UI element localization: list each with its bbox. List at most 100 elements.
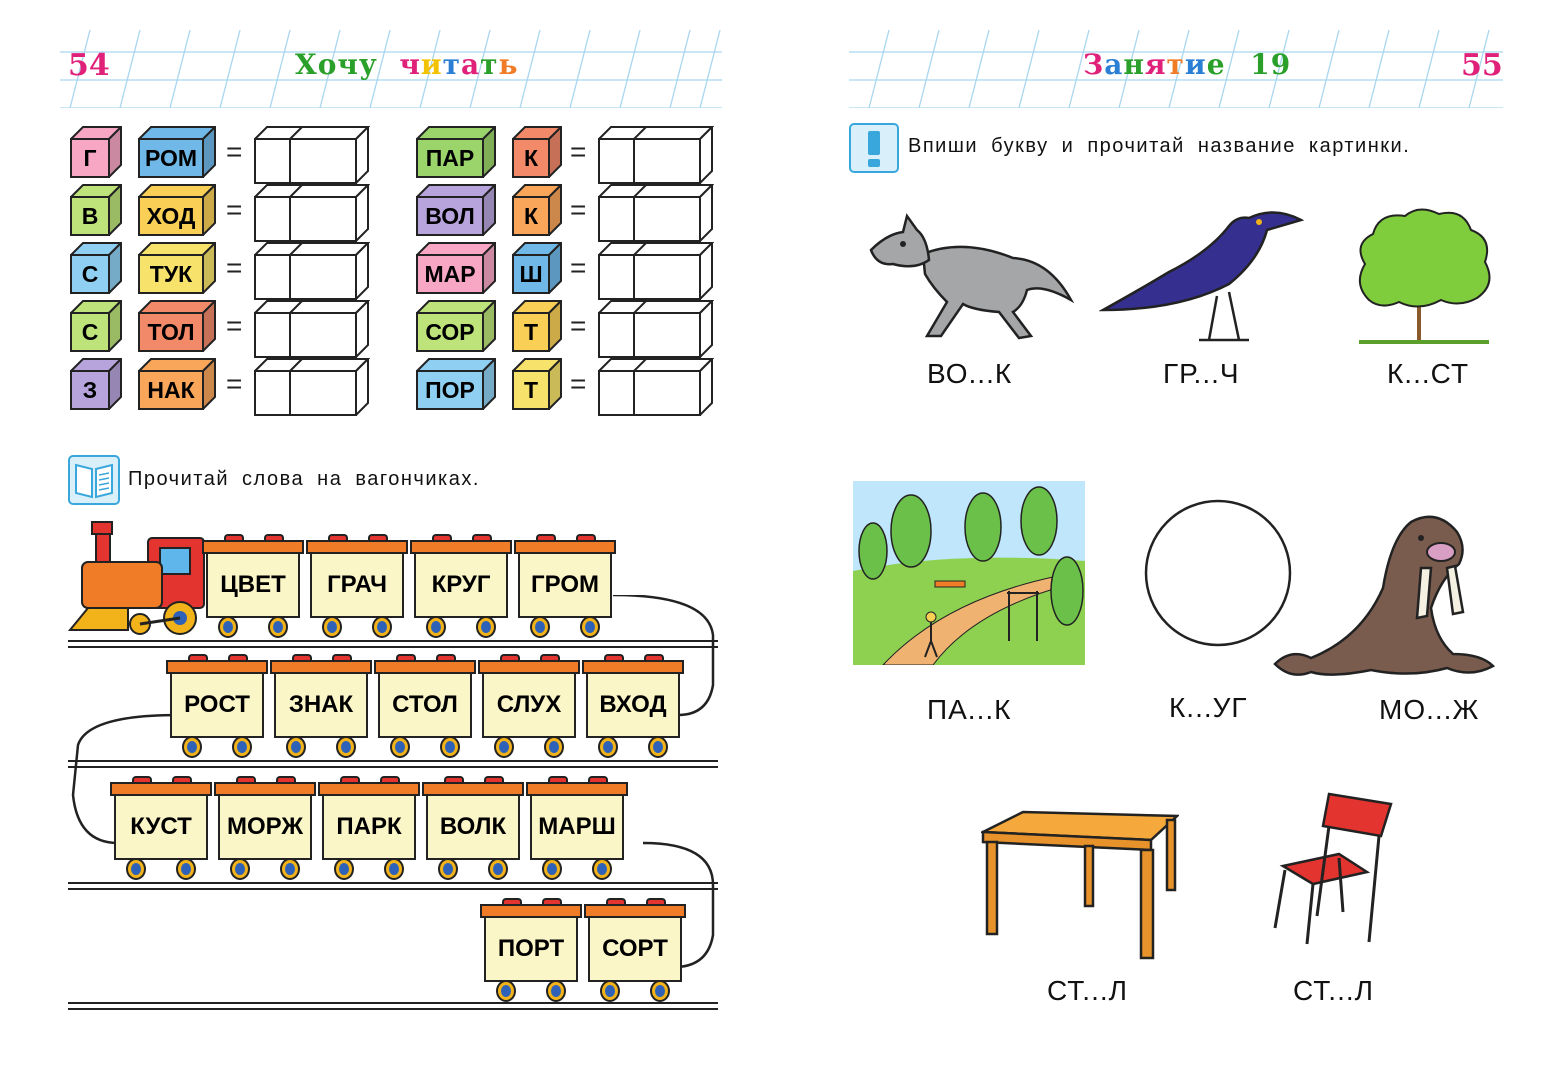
wheel-icon <box>280 858 300 880</box>
wheel-icon <box>426 616 446 638</box>
equals-sign: = <box>226 368 243 399</box>
cube-text: ТОЛ <box>138 312 204 352</box>
wagon-lamp <box>576 534 596 542</box>
title-letter: т <box>442 48 461 81</box>
title-letter: ч <box>399 48 421 81</box>
title-letter: е <box>1206 48 1226 81</box>
letter-cube: С <box>70 300 122 352</box>
wheel-icon <box>322 616 342 638</box>
cube-text: К <box>512 196 550 236</box>
equals-sign: = <box>570 194 587 225</box>
answer-box[interactable] <box>598 126 714 184</box>
cube-text: ХОД <box>138 196 204 236</box>
picture-word-label: К...СТ <box>1387 358 1470 389</box>
wagon-word: КРУГ <box>414 552 508 618</box>
wheel-icon <box>600 980 620 1002</box>
equals-sign: = <box>570 368 587 399</box>
title-letter: о <box>317 48 338 81</box>
wagon-word: РОСТ <box>170 672 264 738</box>
wheel-icon <box>580 616 600 638</box>
wolf-picture <box>869 213 1075 340</box>
answer-box[interactable] <box>254 242 370 300</box>
train-wagon: СТОЛ <box>374 654 476 758</box>
cube-text: ПАР <box>416 138 484 178</box>
letter-cube: С <box>70 242 122 294</box>
answer-box[interactable] <box>254 184 370 242</box>
wagon-word: МОРЖ <box>218 794 312 860</box>
letter-cube: В <box>70 184 122 236</box>
picture-word-label: СТ...Л <box>1293 975 1375 1006</box>
wheel-icon <box>336 736 356 758</box>
letter-cube: ХОД <box>138 184 216 236</box>
wagon-lamp <box>292 654 312 662</box>
picture-word-label: ГР...Ч <box>1163 358 1240 389</box>
wheel-icon <box>598 736 618 758</box>
rail-track <box>68 760 718 768</box>
header-ruling <box>849 30 1503 108</box>
letter-cube: Т <box>512 300 562 352</box>
letter-cube: МАР <box>416 242 496 294</box>
cube-text: НАК <box>138 370 204 410</box>
answer-box[interactable] <box>598 184 714 242</box>
page-number-right: 55 <box>1461 48 1503 83</box>
train-wagon: ПАРК <box>318 776 420 880</box>
answer-box[interactable] <box>598 242 714 300</box>
train-wagon: ГРОМ <box>514 534 616 638</box>
train-wagon: КУСТ <box>110 776 212 880</box>
wagon-lamp <box>224 534 244 542</box>
lesson-number: 19 <box>1250 48 1292 81</box>
wagon-word: ГРАЧ <box>310 552 404 618</box>
wheel-icon <box>440 736 460 758</box>
equals-sign: = <box>226 194 243 225</box>
letter-cube: К <box>512 126 562 178</box>
wagon-lamp <box>436 654 456 662</box>
cube-text: РОМ <box>138 138 204 178</box>
wheel-icon <box>218 616 238 638</box>
wheel-icon <box>488 858 508 880</box>
title-letter: а <box>1104 48 1124 81</box>
title-letter: н <box>1123 48 1145 81</box>
answer-box[interactable] <box>254 300 370 358</box>
wagon-word: ГРОМ <box>518 552 612 618</box>
wagon-lamp <box>540 654 560 662</box>
wagon-lamp <box>646 898 666 906</box>
answer-box[interactable] <box>598 300 714 358</box>
wheel-icon <box>530 616 550 638</box>
wheel-icon <box>334 858 354 880</box>
answer-box[interactable] <box>254 126 370 184</box>
right-page: Занятие 19 55 Впиши букву и прочитай наз… <box>783 0 1566 1080</box>
wagon-lamp <box>264 534 284 542</box>
wagon-word: КУСТ <box>114 794 208 860</box>
train-wagon: РОСТ <box>166 654 268 758</box>
rail-track <box>68 640 718 648</box>
answer-box[interactable] <box>598 358 714 416</box>
train-wagon: ВХОД <box>582 654 684 758</box>
wagon-word: ПОРТ <box>484 916 578 982</box>
page-number-left: 54 <box>68 48 110 83</box>
wheel-icon <box>542 858 562 880</box>
wagon-lamp <box>236 776 256 784</box>
wheel-icon <box>232 736 252 758</box>
title-letter: т <box>1166 48 1185 81</box>
title-letter: ч <box>337 48 359 81</box>
wheel-icon <box>544 736 564 758</box>
wheel-icon <box>496 980 516 1002</box>
cube-text: Ш <box>512 254 550 294</box>
letter-cube: К <box>512 184 562 236</box>
wagon-lamp <box>606 898 626 906</box>
title-letter: т <box>480 48 499 81</box>
wagon-lamp <box>542 898 562 906</box>
table-picture <box>981 810 1179 960</box>
title-letter <box>378 48 400 81</box>
title-letter: З <box>1083 48 1105 81</box>
wheel-icon <box>546 980 566 1002</box>
rail-track <box>68 882 718 890</box>
equals-sign: = <box>226 310 243 341</box>
answer-box[interactable] <box>254 358 370 416</box>
wagon-lamp <box>340 776 360 784</box>
wagon-word: МАРШ <box>530 794 624 860</box>
rail-track <box>68 1002 718 1010</box>
equals-sign: = <box>570 252 587 283</box>
wagon-lamp <box>536 534 556 542</box>
